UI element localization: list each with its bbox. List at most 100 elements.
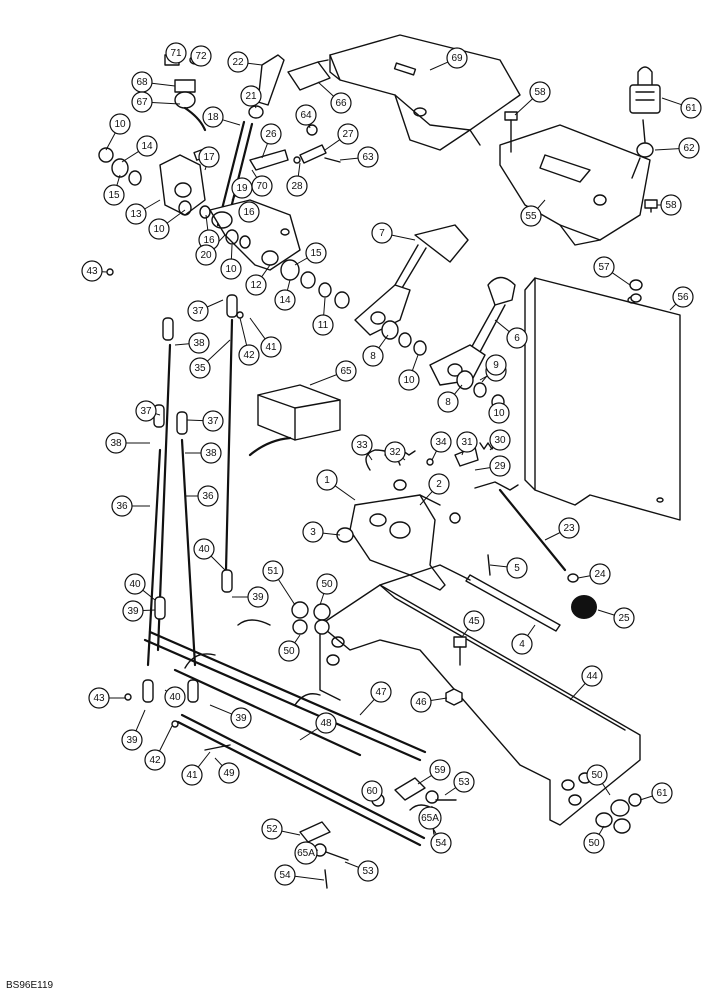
callout-16: 16: [238, 201, 260, 223]
callout-number: 57: [598, 262, 610, 273]
callout-circle: [240, 85, 262, 107]
callout-circle: [81, 260, 103, 282]
callout-8: 8: [437, 391, 459, 413]
callout-number: 54: [279, 870, 291, 881]
callout-number: 50: [588, 838, 600, 849]
callout-23: 23: [558, 517, 580, 539]
callout-number: 29: [494, 461, 506, 472]
leader-line: [261, 143, 268, 159]
callout-circle: [463, 610, 485, 632]
callout-number: 51: [267, 566, 279, 577]
leader-line: [322, 532, 341, 536]
callout-circle: [430, 431, 452, 453]
callout-15: 15: [103, 184, 125, 206]
callout-39: 39: [247, 586, 269, 608]
callout-circle: [200, 442, 222, 464]
leader-line: [489, 446, 494, 451]
callout-1: 1: [316, 469, 338, 491]
leader-line: [261, 264, 271, 278]
callout-number: 12: [250, 280, 262, 291]
callout-12: 12: [245, 274, 267, 296]
callout-circle: [131, 91, 153, 113]
bushings-part: [291, 601, 642, 834]
callout-number: 71: [170, 48, 182, 59]
callout-number: 28: [291, 181, 303, 192]
callout-33: 33: [351, 434, 373, 456]
leader-line: [197, 751, 211, 768]
leader-line: [431, 450, 437, 461]
callout-40: 40: [193, 538, 215, 560]
callout-number: 56: [677, 292, 689, 303]
callout-number: 26: [265, 129, 277, 140]
callout-circle: [384, 441, 406, 463]
callout-number: 61: [685, 103, 697, 114]
callout-circle: [121, 729, 143, 751]
callout-number: 49: [223, 768, 235, 779]
callout-36: 36: [111, 495, 133, 517]
callout-2: 2: [428, 473, 450, 495]
callout-number: 40: [129, 579, 141, 590]
leader-line: [339, 157, 359, 161]
callout-circle: [589, 563, 611, 585]
leader-line: [430, 697, 448, 701]
knob-part: [571, 595, 597, 619]
callout-circle: [103, 184, 125, 206]
figure-code: BS96E119: [6, 980, 54, 991]
callout-number: 59: [434, 765, 446, 776]
callout-number: 20: [200, 250, 212, 261]
leader-line: [419, 491, 433, 506]
callout-circle: [188, 332, 210, 354]
callout-14: 14: [274, 289, 296, 311]
callout-number: 69: [451, 53, 463, 64]
callout-circle: [202, 410, 224, 432]
callout-47: 47: [370, 681, 392, 703]
callout-number: 58: [665, 200, 677, 211]
callout-circle: [261, 818, 283, 840]
callout-circle: [330, 92, 352, 114]
callout-circle: [218, 762, 240, 784]
bolt-57-part: [629, 279, 643, 303]
callout-circle: [312, 314, 334, 336]
callout-number: 9: [493, 360, 499, 371]
callout-circle: [227, 51, 249, 73]
callout-circle: [506, 557, 528, 579]
leader-line: [174, 343, 190, 346]
callout-number: 37: [140, 406, 152, 417]
callout-27: 27: [337, 123, 359, 145]
leader-line: [166, 209, 186, 224]
callout-circle: [295, 104, 317, 126]
callout-circle: [456, 431, 478, 453]
callout-10: 10: [220, 258, 242, 280]
leader-line: [299, 728, 318, 741]
callout-circle: [294, 841, 318, 865]
callout-circle: [511, 633, 533, 655]
callout-circle: [586, 764, 608, 786]
callout-46: 46: [410, 691, 432, 713]
callout-50: 50: [316, 573, 338, 595]
lever-7-part: [354, 224, 469, 336]
leader-line: [205, 214, 209, 231]
callout-52: 52: [261, 818, 283, 840]
callout-circle: [274, 864, 296, 886]
bracket-plate-part: [336, 494, 446, 591]
main-frame-part: [319, 564, 641, 826]
callout-number: 31: [461, 437, 473, 448]
callout-number: 14: [141, 141, 153, 152]
leader-line: [527, 624, 536, 636]
callout-number: 55: [525, 211, 537, 222]
callout-circle: [437, 391, 459, 413]
callout-4: 4: [511, 633, 533, 655]
callout-61: 61: [680, 97, 702, 119]
callout-circle: [135, 400, 157, 422]
callout-circle: [489, 429, 511, 451]
callout-circle: [672, 286, 694, 308]
callout-65a: 65A: [294, 841, 318, 865]
callout-number: 46: [415, 697, 427, 708]
callout-number: 41: [186, 770, 198, 781]
leader-line: [601, 783, 611, 796]
callout-circle: [230, 707, 252, 729]
leader-line: [142, 609, 156, 611]
shafts-part: [143, 619, 436, 847]
leader-line: [324, 139, 341, 151]
callout-circle: [144, 749, 166, 771]
